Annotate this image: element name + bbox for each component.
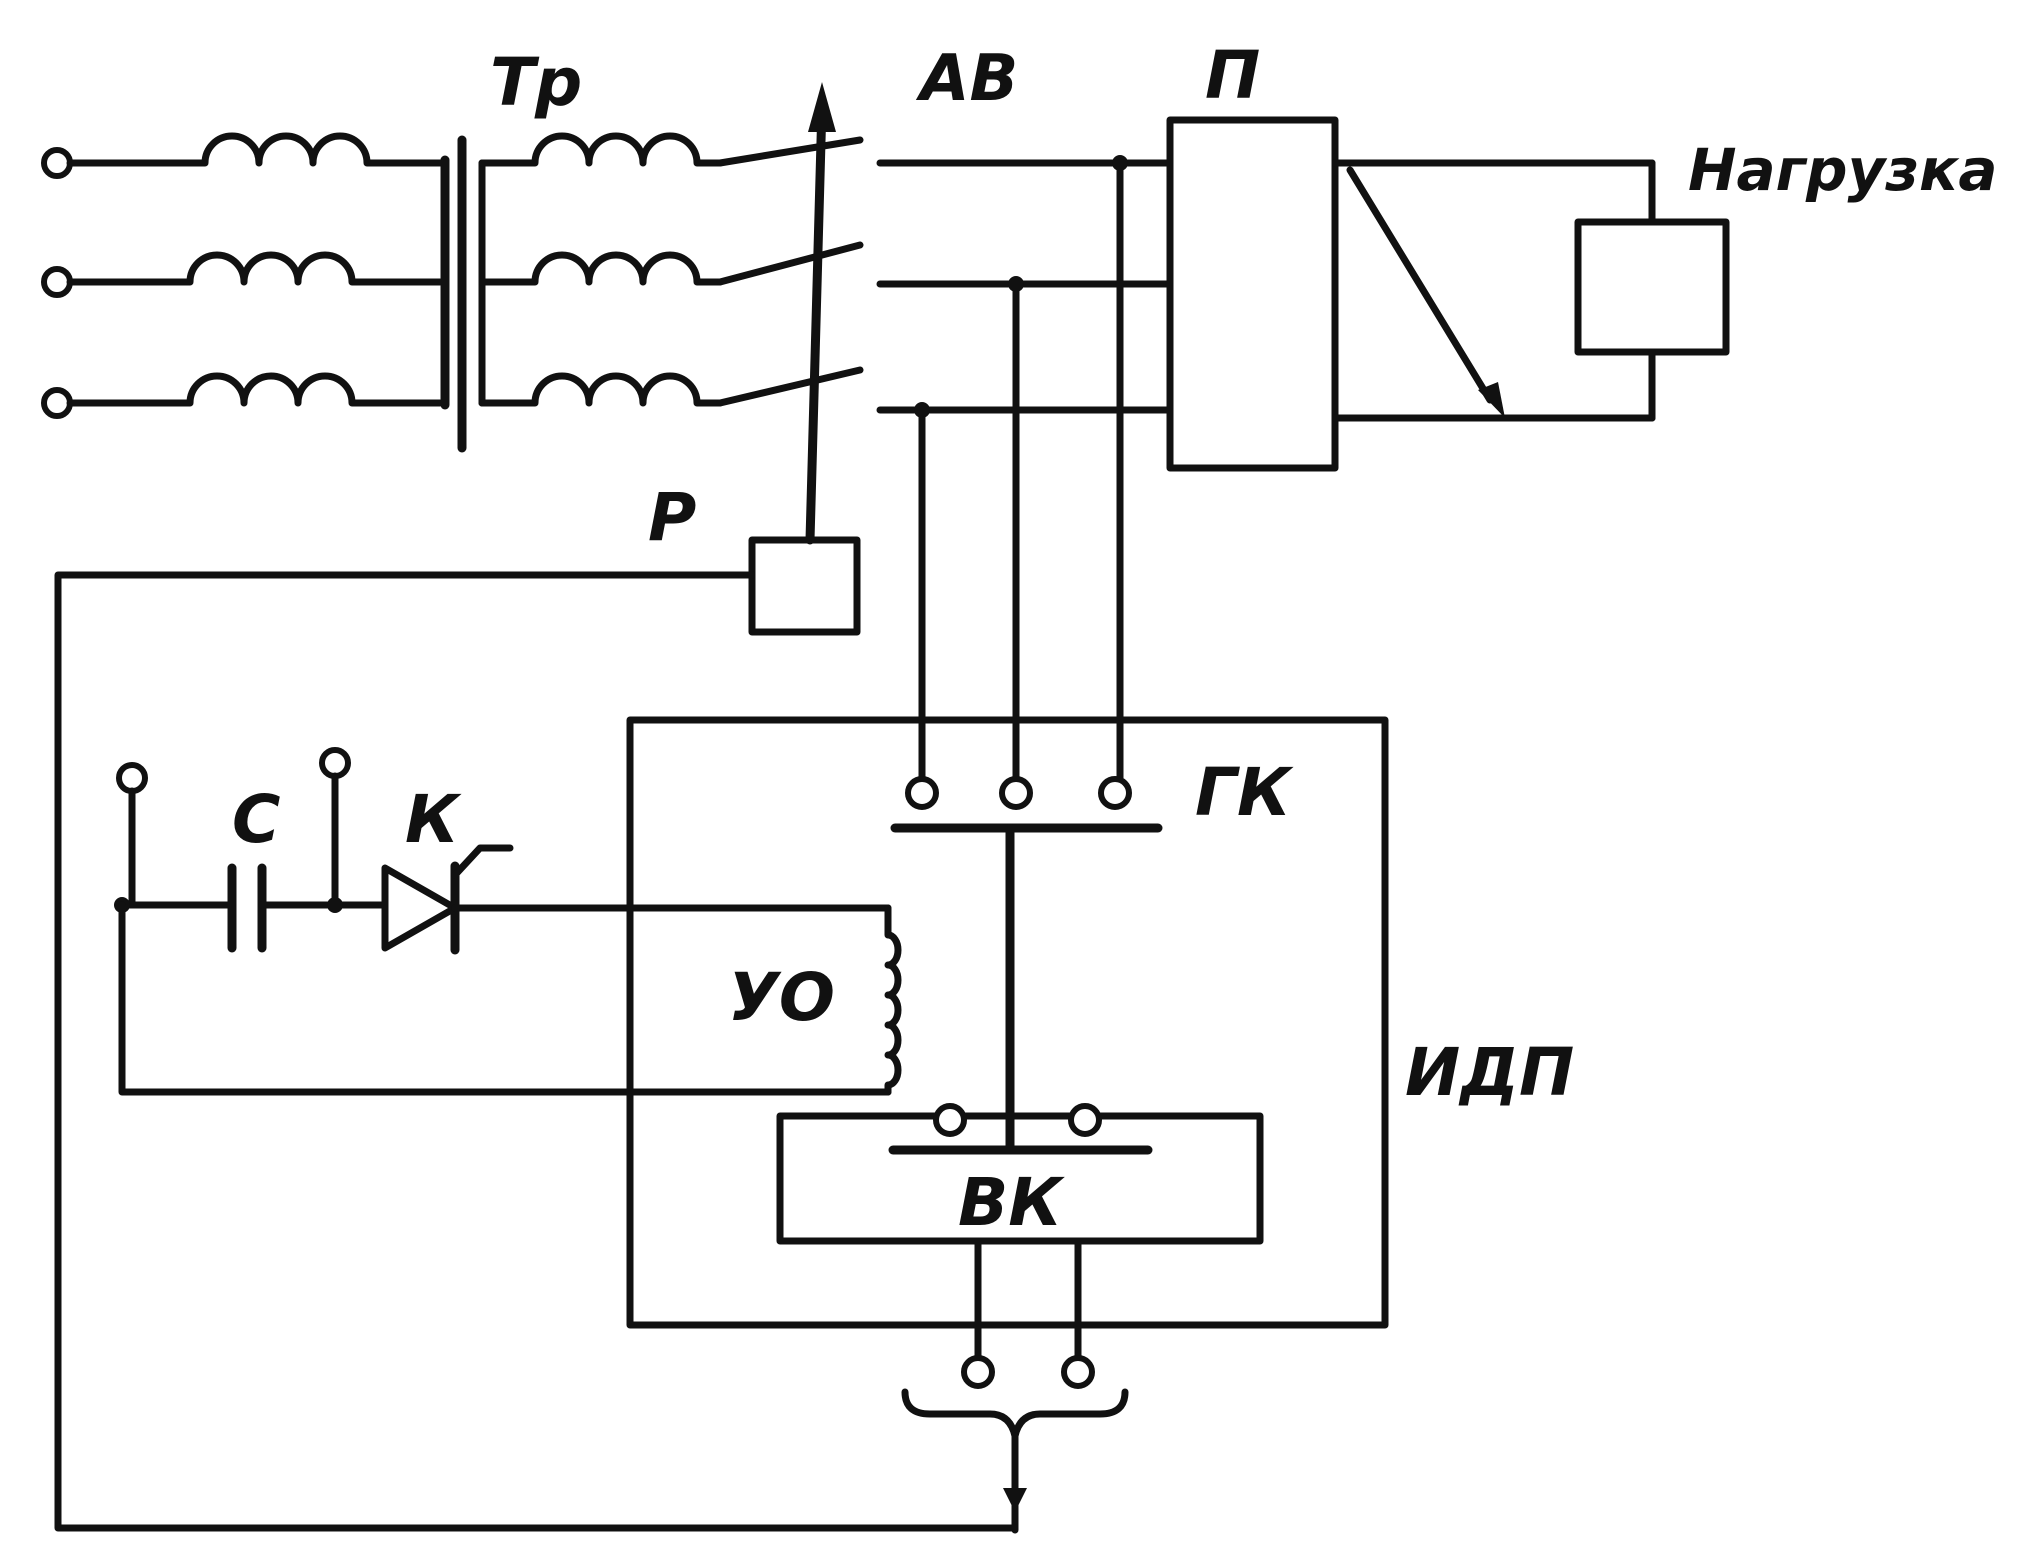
trigger-terminal-left[interactable]	[116, 762, 148, 794]
regulation-arrow-icon	[1478, 382, 1505, 418]
relay-box[interactable]	[748, 536, 861, 636]
contact-feeds	[914, 155, 1128, 784]
input-terminal-a[interactable]	[41, 147, 73, 179]
junction-dot	[914, 402, 930, 418]
relay-control-loop	[54, 571, 1019, 1532]
output-terminals	[901, 1355, 1129, 1534]
control-unit-label: УО	[728, 959, 835, 1036]
relay-label: Р	[648, 479, 696, 556]
transformer: Тр	[66, 44, 724, 453]
relay: Р	[648, 479, 861, 636]
transformer-label: Тр	[490, 44, 582, 121]
thyristor-gate	[451, 844, 514, 879]
input-terminal-c[interactable]	[41, 387, 73, 419]
converter-box[interactable]	[1166, 116, 1339, 472]
input-terminal-b[interactable]	[41, 266, 73, 298]
circuit-breaker: АВ	[716, 42, 1174, 545]
load-box[interactable]	[1574, 218, 1730, 356]
output-terminal-left[interactable]	[961, 1355, 995, 1389]
main-contact-terminal-c[interactable]	[905, 776, 939, 810]
converter-label: П	[1205, 37, 1260, 114]
primary-winding-a	[66, 132, 449, 167]
detector-label: ИДП	[1405, 1034, 1574, 1111]
regulation-arrow-shaft	[1346, 166, 1494, 404]
primary-winding-c	[66, 372, 444, 407]
breaker-blade-a[interactable]	[716, 136, 864, 167]
junction-dot	[1112, 155, 1128, 171]
main-contact-terminal-b[interactable]	[999, 776, 1033, 810]
load: Нагрузка	[1331, 136, 1998, 422]
breaker-blade-b[interactable]	[716, 241, 864, 286]
main-contacts-label: ГК	[1195, 754, 1294, 831]
breaker-actuator-rod	[805, 100, 827, 545]
primary-winding-b	[66, 251, 444, 286]
aux-contact-terminal-left[interactable]	[933, 1103, 967, 1137]
aux-contacts-label: ВК	[958, 1164, 1065, 1241]
junction-dot	[327, 897, 343, 913]
output-brace	[901, 1388, 1129, 1440]
breaker-blade-c[interactable]	[716, 366, 864, 407]
converter: П	[1166, 37, 1339, 472]
breaker-label: АВ	[915, 42, 1018, 116]
aux-contact-terminal-right[interactable]	[1068, 1103, 1102, 1137]
trigger-terminal-mid[interactable]	[319, 747, 351, 779]
junction-dot	[1008, 276, 1024, 292]
detector-unit: ИДП ГК ВК	[626, 716, 1574, 1362]
secondary-winding-b	[478, 251, 724, 286]
control-unit-coil	[884, 904, 902, 1096]
output-terminal-right[interactable]	[1061, 1355, 1095, 1389]
load-label: Нагрузка	[1688, 136, 1998, 204]
secondary-winding-c	[478, 372, 724, 407]
detector-frame	[626, 716, 1389, 1329]
control-unit-return	[118, 901, 892, 1096]
output-arrow-icon	[1003, 1488, 1027, 1512]
breaker-arrow-icon	[808, 82, 836, 132]
capacitor-label: С	[232, 781, 280, 858]
input-terminals	[41, 147, 73, 419]
secondary-winding-a	[478, 132, 724, 167]
trigger-circuit: С К УО	[114, 747, 902, 1096]
aux-contact-box	[776, 1112, 1264, 1245]
main-contact-terminal-a[interactable]	[1098, 776, 1132, 810]
thyristor-label: К	[405, 781, 462, 858]
thyristor-triangle	[381, 864, 459, 952]
